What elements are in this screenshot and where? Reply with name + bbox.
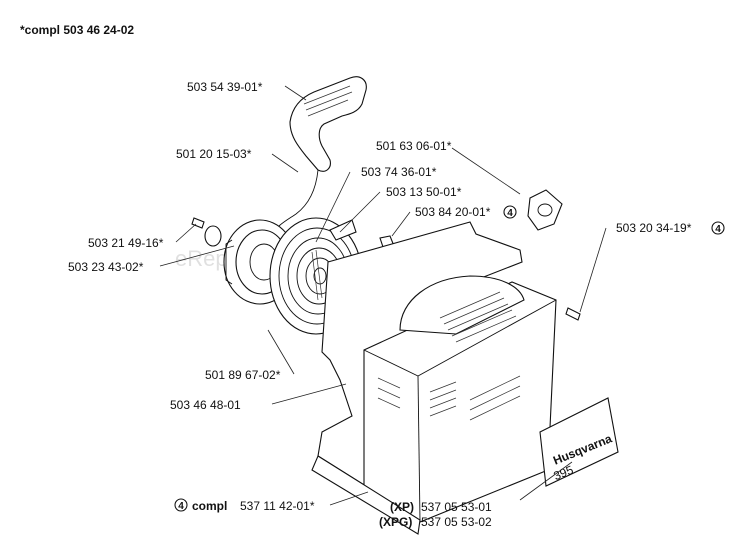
screw-part <box>191 217 205 229</box>
note-marker-2: 4 <box>711 221 725 235</box>
assembly-label: *compl 503 46 24-02 <box>20 23 134 37</box>
svg-text:4: 4 <box>507 208 513 219</box>
svg-text:4: 4 <box>178 501 184 512</box>
callout-washer: 503 23 43-02* <box>68 260 144 274</box>
rope-guide-part <box>527 189 563 231</box>
note-marker-1: 4 <box>503 205 517 219</box>
callout-compl-housing: 537 11 42-01* <box>240 499 315 513</box>
starter-housing <box>311 221 557 535</box>
decal: Husqvarna 395 <box>539 397 619 487</box>
spring-cassette-tab <box>329 219 357 241</box>
svg-text:4: 4 <box>715 224 721 235</box>
callout-starter-handle: 503 54 39-01* <box>187 80 263 94</box>
note-marker-3: 4 <box>174 498 188 512</box>
callout-nut: 503 84 20-01* <box>415 205 491 219</box>
callout-decal-xp-variant: (XP) <box>390 500 414 514</box>
callout-screw: 503 21 49-16* <box>88 236 164 250</box>
callout-compl-prefix: compl <box>192 499 227 513</box>
callout-recoil-spring: 503 74 36-01* <box>361 165 437 179</box>
callout-side-screw: 503 20 34-19* <box>616 221 692 235</box>
callout-starter-rope: 501 20 15-03* <box>176 147 252 161</box>
callout-decal-xpg-variant: (XPG) <box>379 515 412 529</box>
callout-decal-xpg: 537 05 53-02 <box>421 515 492 529</box>
callout-spring-tab: 503 13 50-01* <box>386 185 462 199</box>
callout-pulley: 501 89 67-02* <box>205 368 281 382</box>
callout-rope-guide: 501 63 06-01* <box>376 139 452 153</box>
callout-decal-xp: 537 05 53-01 <box>421 500 492 514</box>
washer-part <box>204 225 222 247</box>
side-screw-part <box>565 307 581 321</box>
callout-housing: 503 46 48-01 <box>170 398 241 412</box>
starter-handle <box>289 76 367 172</box>
leader-lines <box>159 85 607 506</box>
